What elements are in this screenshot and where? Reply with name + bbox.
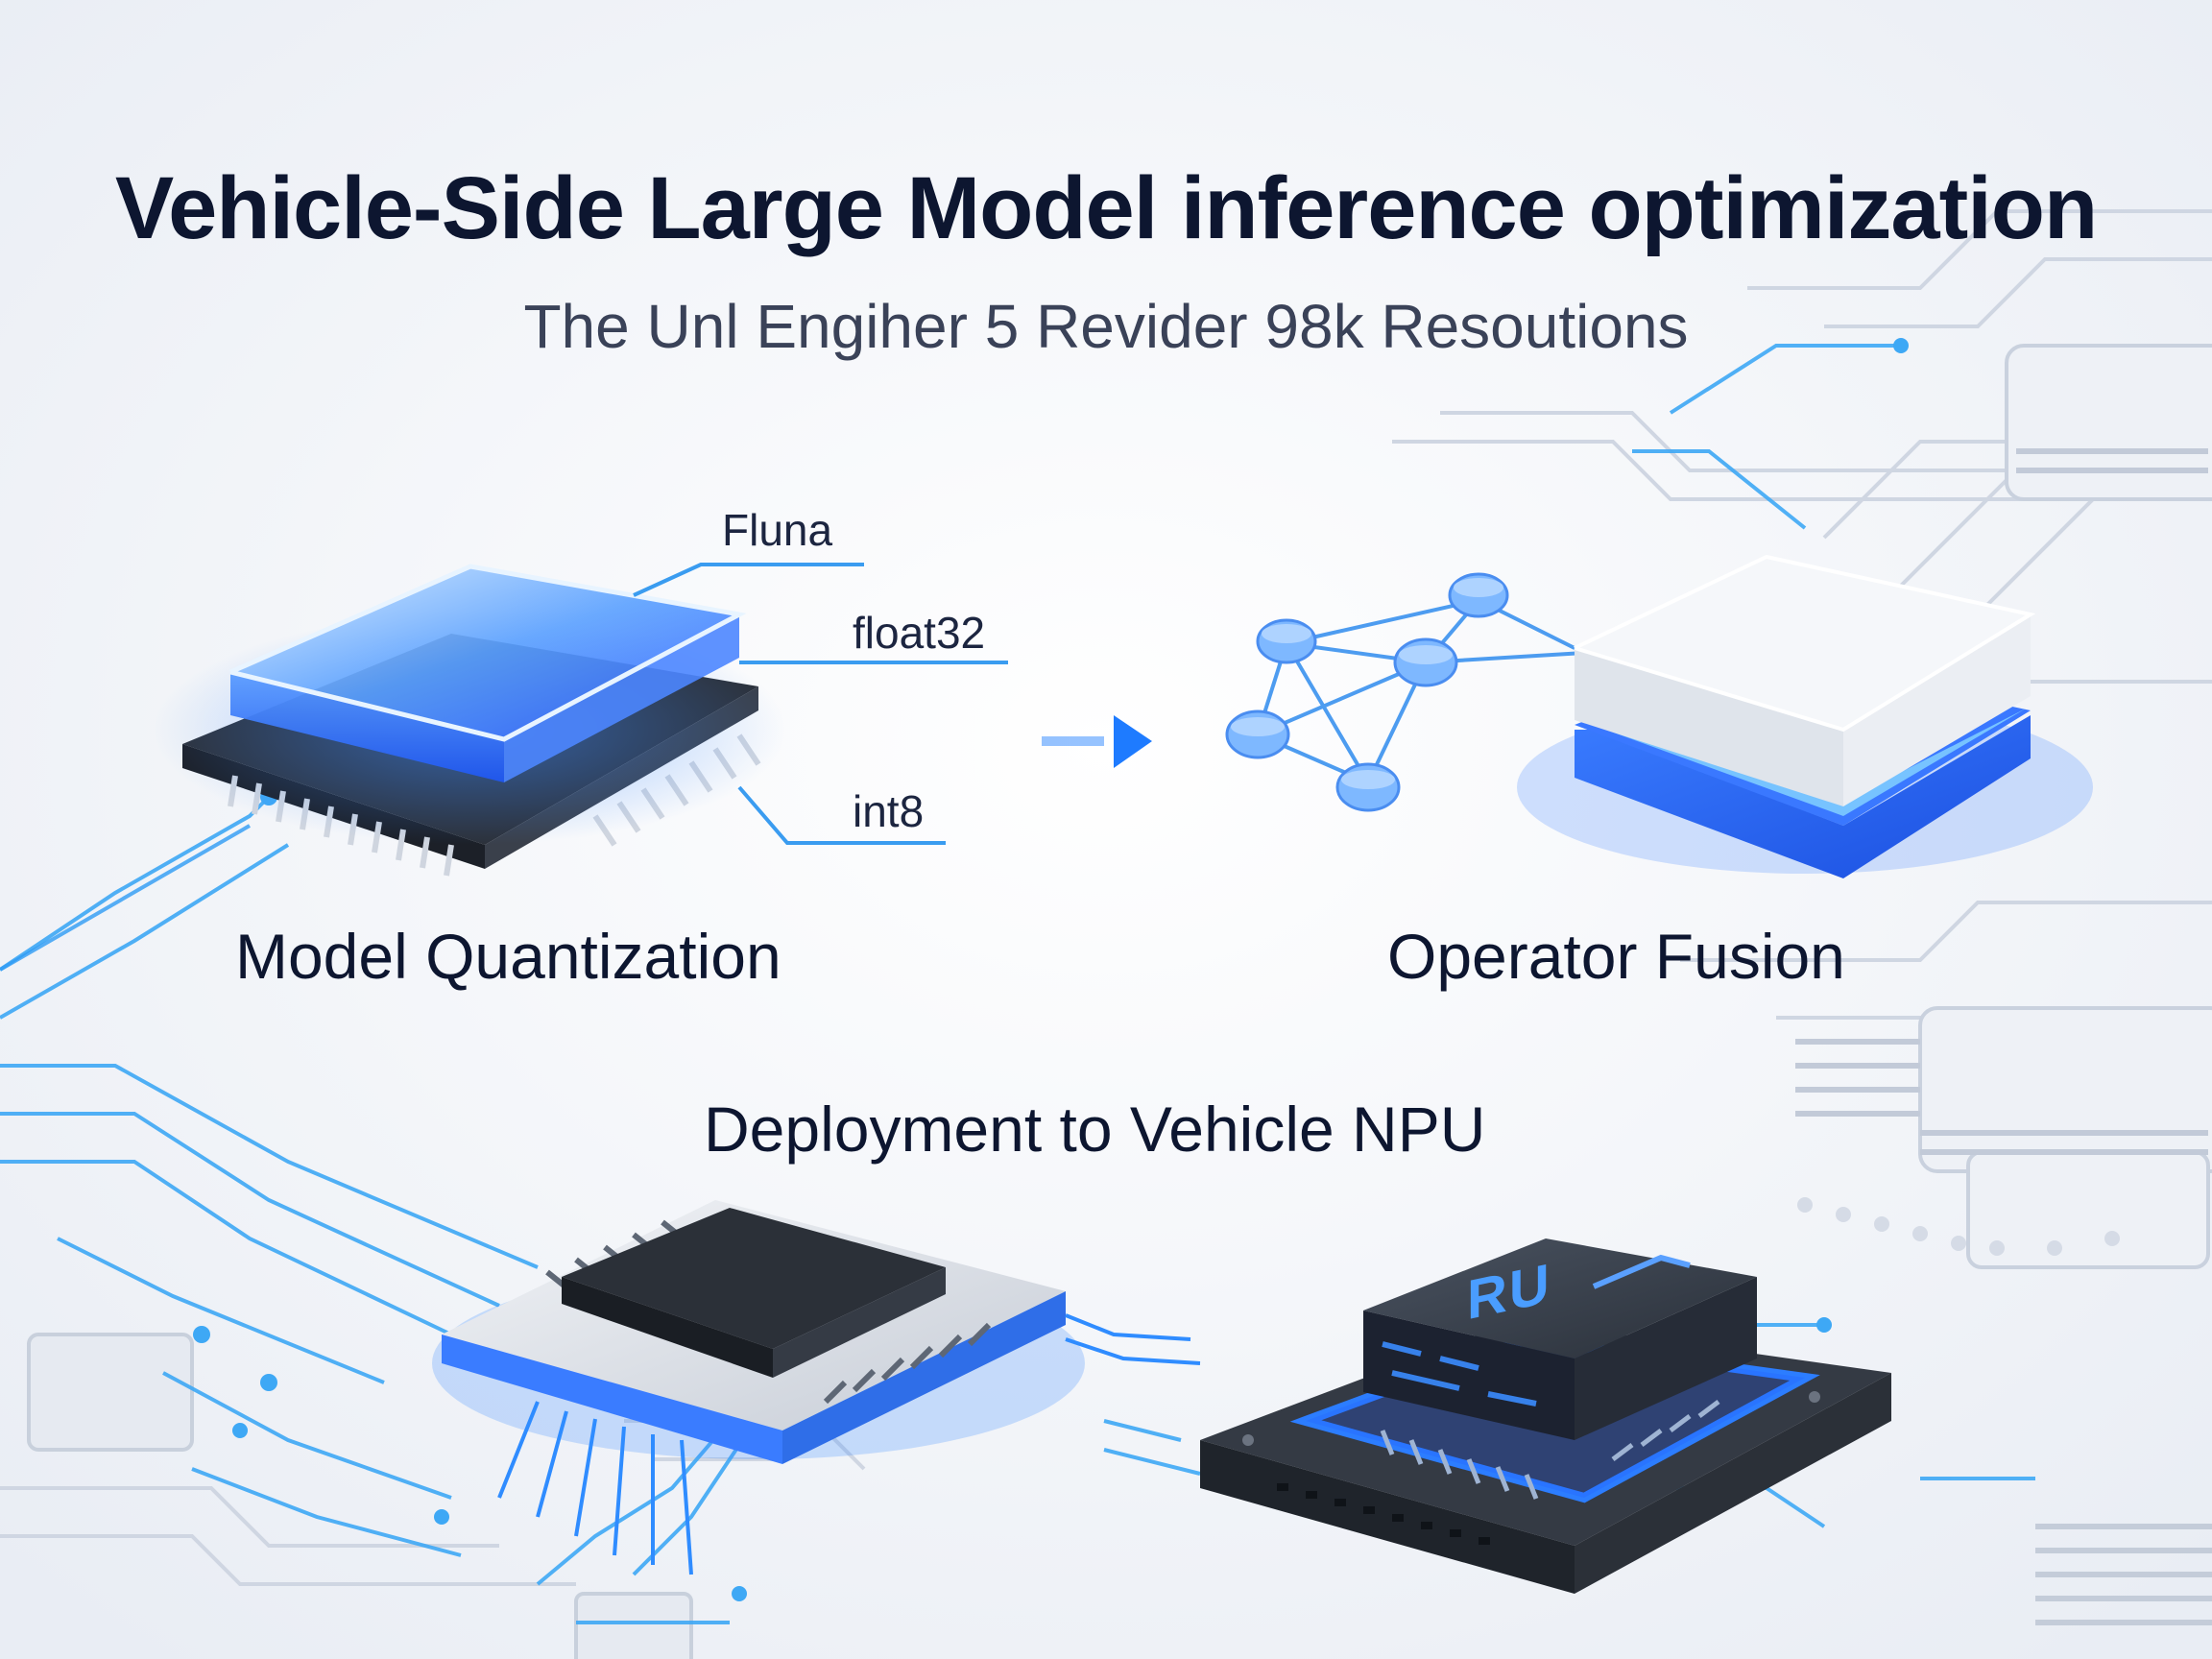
callout-fluna: Fluna <box>722 505 833 555</box>
label-deployment: Deployment to Vehicle NPU <box>704 1094 1486 1165</box>
callout-float32: float32 <box>853 608 986 658</box>
label-operator-fusion: Operator Fusion <box>1387 921 1845 992</box>
label-model-quantization: Model Quantization <box>235 921 781 992</box>
diagram-subtitle: The Unl Engiher 5 Revider 98k Resoutions <box>523 292 1689 361</box>
callout-int8: int8 <box>853 786 925 836</box>
diagram-title: Vehicle-Side Large Model inference optim… <box>114 159 2098 257</box>
